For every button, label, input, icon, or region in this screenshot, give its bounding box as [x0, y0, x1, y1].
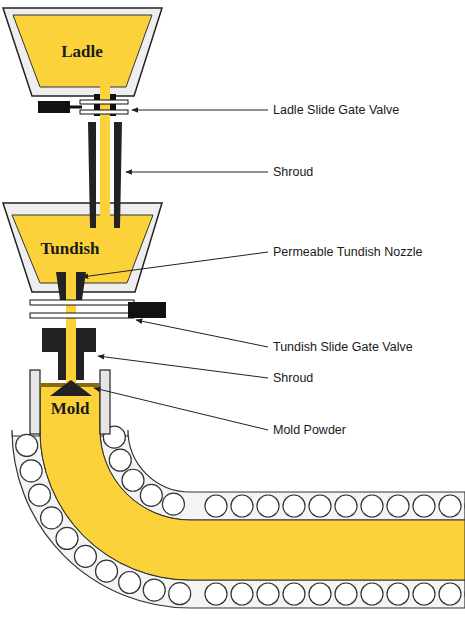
roller: [257, 583, 279, 605]
part-label: Tundish Slide Gate Valve: [271, 339, 415, 355]
roller: [162, 493, 184, 515]
roller: [439, 583, 461, 605]
roller: [387, 583, 409, 605]
mold-wall: [30, 370, 40, 434]
roller: [335, 495, 357, 517]
leader-line: [126, 172, 268, 173]
roller: [169, 583, 191, 605]
roller: [361, 495, 383, 517]
roller-apron: [100, 430, 465, 520]
gate-plate: [80, 100, 128, 104]
nozzle-outlet: [50, 380, 92, 396]
roller: [283, 495, 305, 517]
roller: [205, 495, 227, 517]
gate-plate: [30, 313, 134, 318]
permeable-nozzle: [56, 272, 66, 300]
roller: [413, 495, 435, 517]
roller: [56, 527, 78, 549]
roller: [283, 583, 305, 605]
roller: [413, 583, 435, 605]
roller: [122, 469, 144, 491]
roller: [309, 583, 331, 605]
actuator-rod: [70, 106, 82, 109]
roller: [335, 583, 357, 605]
roller: [140, 484, 162, 506]
ladle-vessel: [3, 8, 162, 96]
steel-stream: [66, 280, 76, 390]
vessel-name: Mold: [51, 399, 90, 419]
vessel-label-box: Mold: [41, 397, 99, 422]
tundish-shroud: [76, 328, 84, 380]
vessel-label-box: Ladle: [32, 39, 132, 65]
leader-line: [98, 356, 268, 378]
part-label: Permeable Tundish Nozzle: [271, 244, 424, 260]
roller: [231, 495, 253, 517]
part-label: Shroud: [271, 370, 315, 386]
roller: [28, 484, 50, 506]
roller: [439, 495, 461, 517]
ladle-shroud: [88, 122, 96, 228]
gate-plate: [80, 110, 128, 114]
gate-plate: [30, 300, 134, 305]
roller: [119, 571, 141, 593]
ladle-steel: [13, 15, 152, 87]
part-label: Mold Powder: [271, 422, 348, 438]
part-label: Shroud: [271, 164, 315, 180]
roller: [16, 434, 38, 456]
vessel-name: Ladle: [61, 42, 103, 62]
gate-actuator: [128, 302, 166, 318]
roller: [205, 583, 227, 605]
leader-line: [136, 320, 268, 347]
part-label: Ladle Slide Gate Valve: [271, 102, 401, 118]
roller: [74, 545, 96, 567]
leader-line: [82, 252, 268, 277]
steel-stream: [100, 120, 110, 220]
mold-wall: [100, 370, 110, 434]
roller: [387, 495, 409, 517]
roller: [231, 583, 253, 605]
tundish-shroud: [58, 328, 66, 380]
roller: [109, 449, 131, 471]
roller: [41, 507, 63, 529]
leader-line: [132, 110, 268, 111]
tundish-shroud: [42, 328, 58, 352]
vessel-name: Tundish: [41, 239, 100, 259]
roller: [361, 583, 383, 605]
roller: [309, 495, 331, 517]
gate-actuator: [38, 101, 70, 113]
vessel-label-box: Tundish: [25, 237, 115, 262]
roller: [257, 495, 279, 517]
roller: [143, 579, 165, 601]
ladle-shroud: [114, 122, 122, 228]
tundish-shroud: [84, 328, 96, 352]
roller: [96, 560, 118, 582]
leader-line: [94, 388, 268, 430]
roller: [20, 460, 42, 482]
